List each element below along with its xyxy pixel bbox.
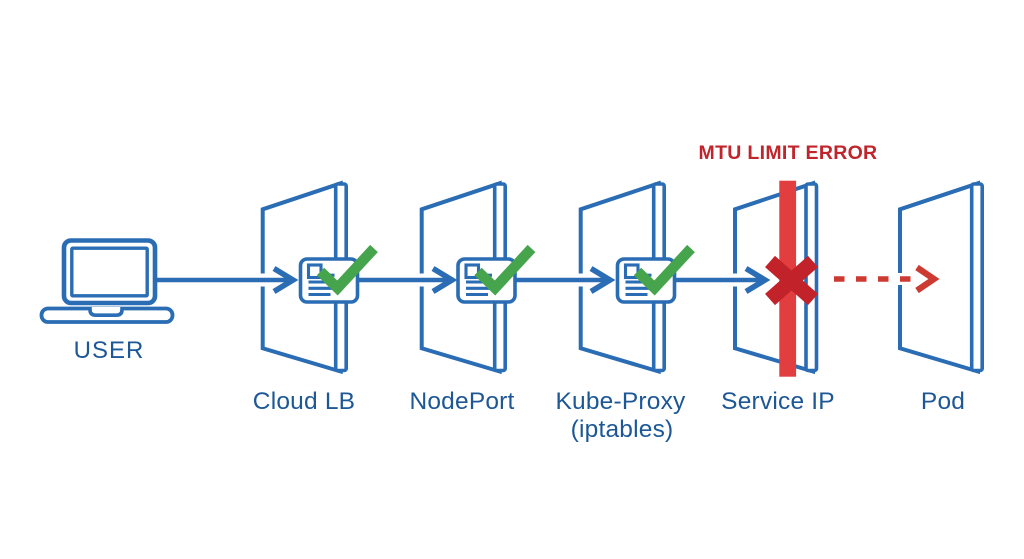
flow-arrow-user-to-cloud-lb xyxy=(156,266,299,294)
stage-label-nodeport: NodePort xyxy=(409,388,515,415)
stage-label-pod: Pod xyxy=(920,388,966,415)
gate-panel-pod xyxy=(898,180,985,375)
laptop-icon xyxy=(39,238,175,324)
dropped-packet-dashed-arrow xyxy=(830,264,940,294)
flow-arrow-nodeport-to-kube-proxy xyxy=(514,266,616,294)
mtu-limit-error-label: MTU LIMIT ERROR xyxy=(698,142,878,164)
stage-label-service-ip: Service IP xyxy=(721,388,835,415)
blocked-x-icon xyxy=(765,255,818,306)
flow-arrow-cloud-lb-to-nodeport xyxy=(356,266,458,294)
flow-arrow-kube-proxy-to-service-ip xyxy=(673,266,771,294)
stage-label-cloud-lb: Cloud LB xyxy=(252,388,356,415)
stage-sublabel-kube-proxy: (iptables) xyxy=(570,416,674,443)
stage-label-kube-proxy: Kube-Proxy xyxy=(555,388,686,415)
user-label: USER xyxy=(73,337,145,364)
